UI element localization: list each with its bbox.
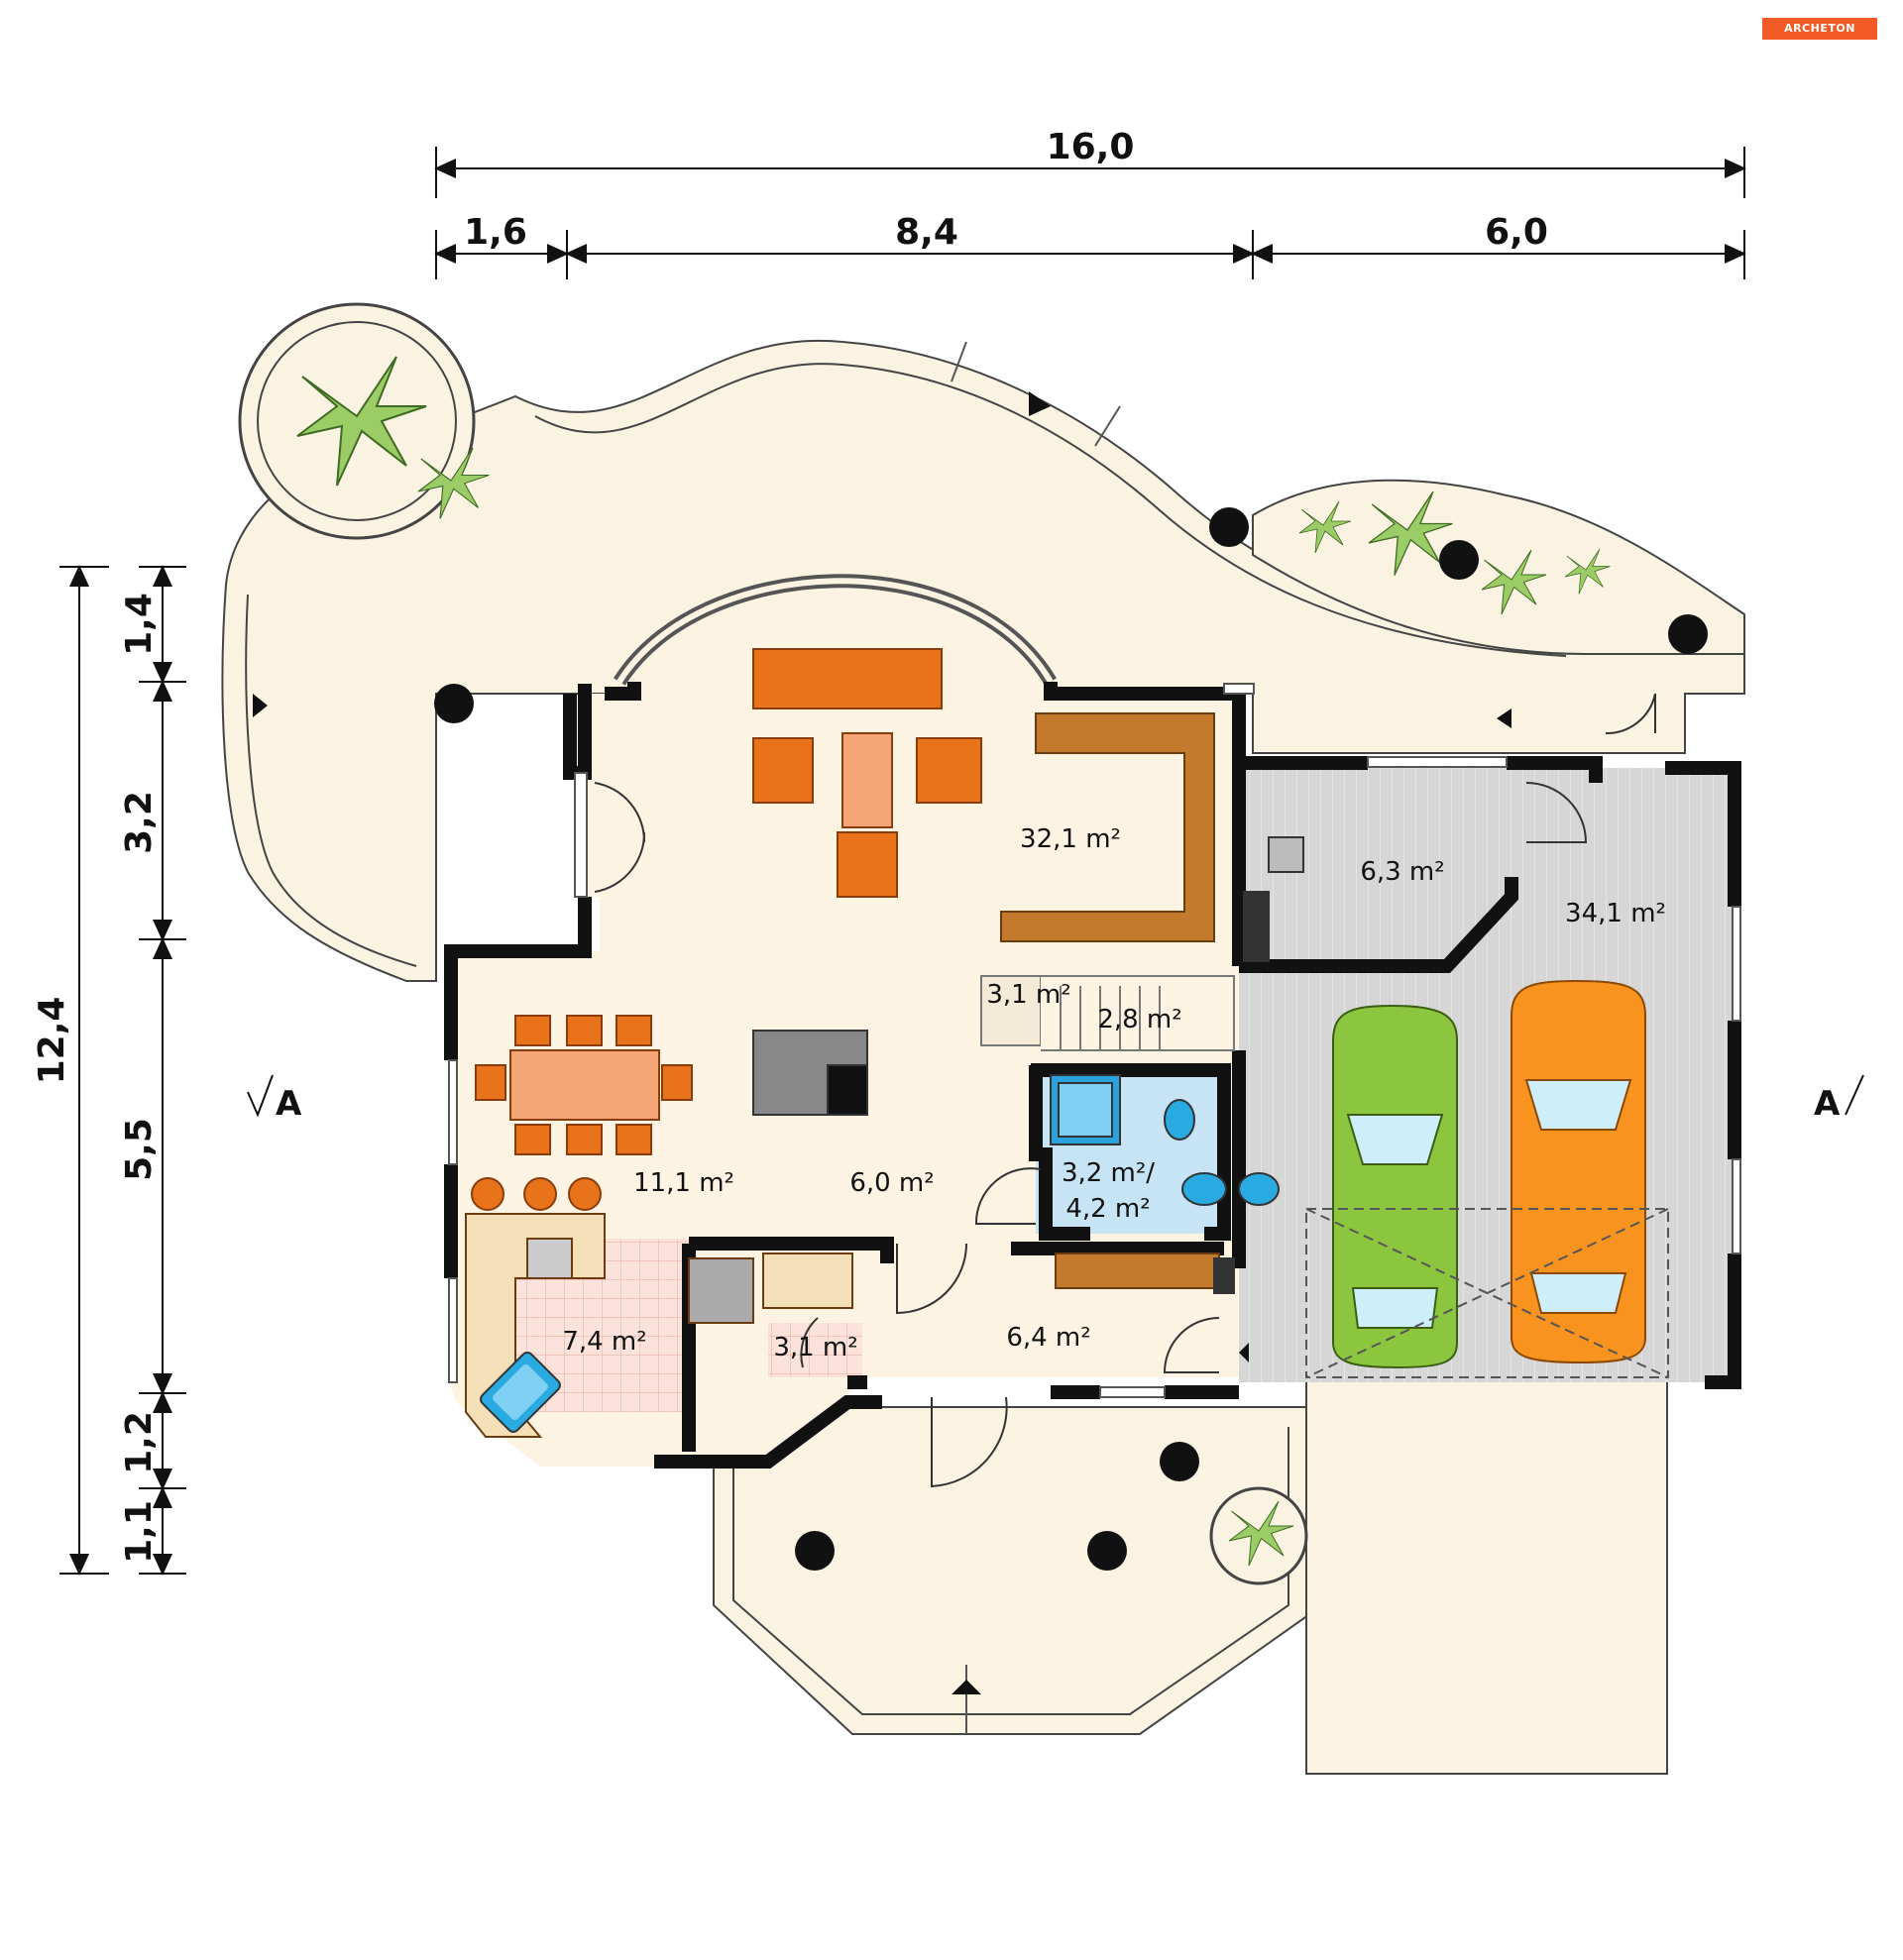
dim-width-3: 6,0 bbox=[1485, 212, 1548, 253]
room-stairs-area: 3,1 m² bbox=[986, 980, 1070, 1010]
pantry-floor bbox=[768, 1323, 862, 1377]
stairs bbox=[980, 975, 1235, 1051]
dim-overall-width: 16,0 bbox=[1047, 127, 1135, 167]
bathroom-fixtures bbox=[1050, 1074, 1280, 1206]
fireplace bbox=[752, 1030, 868, 1116]
room-bath-area: 3,2 m²/ bbox=[1062, 1158, 1155, 1188]
section-label-right: A bbox=[1814, 1084, 1841, 1124]
kitchen-sink bbox=[480, 1352, 561, 1433]
doors bbox=[594, 693, 1656, 1488]
section-mark-left: A bbox=[247, 1074, 302, 1124]
room-dining-area: 11,1 m² bbox=[633, 1168, 734, 1198]
terrace-stair-lines bbox=[951, 341, 1121, 1734]
garage-door-outline bbox=[1305, 1208, 1669, 1378]
dining-furniture bbox=[471, 1015, 693, 1211]
section-label-left: A bbox=[276, 1084, 302, 1124]
boiler-fixtures bbox=[1213, 836, 1304, 1294]
car-orange bbox=[1511, 979, 1646, 1364]
archeton-logo: ARCHETON bbox=[1762, 18, 1877, 40]
section-mark-right: A bbox=[1814, 1074, 1864, 1124]
dimension-lines bbox=[59, 147, 1746, 1576]
entrance-arrows bbox=[253, 391, 1511, 1694]
living-furniture bbox=[752, 648, 982, 898]
columns bbox=[434, 507, 1708, 1571]
room-entrance-area: 6,4 m² bbox=[1006, 1323, 1090, 1353]
walls bbox=[444, 682, 1741, 1469]
dim-depth-2: 3,2 bbox=[119, 791, 160, 854]
dim-depth-1: 1,4 bbox=[119, 593, 160, 656]
terrace-borders bbox=[245, 363, 1567, 1715]
dim-depth-5: 1,1 bbox=[119, 1500, 160, 1564]
room-living-area: 32,1 m² bbox=[1020, 824, 1121, 854]
room-hall-small-area: 2,8 m² bbox=[1097, 1005, 1181, 1034]
room-bath-area-b: 4,2 m² bbox=[1065, 1194, 1150, 1224]
dim-depth-3: 5,5 bbox=[119, 1118, 160, 1181]
dim-overall-depth: 12,4 bbox=[32, 997, 72, 1085]
dim-depth-4: 1,2 bbox=[119, 1411, 160, 1474]
room-garage-area: 34,1 m² bbox=[1565, 899, 1666, 928]
room-boiler-area: 6,3 m² bbox=[1360, 857, 1444, 887]
room-kitchen-area: 7,4 m² bbox=[562, 1327, 646, 1357]
dim-width-2: 8,4 bbox=[895, 212, 958, 253]
dim-width-1: 1,6 bbox=[464, 212, 527, 253]
room-pantry-area: 3,1 m² bbox=[773, 1333, 857, 1362]
room-hall-area: 6,0 m² bbox=[849, 1168, 934, 1198]
car-green bbox=[1332, 1004, 1458, 1369]
logo-text: ARCHETON bbox=[1784, 22, 1855, 35]
windows bbox=[448, 683, 1741, 1398]
